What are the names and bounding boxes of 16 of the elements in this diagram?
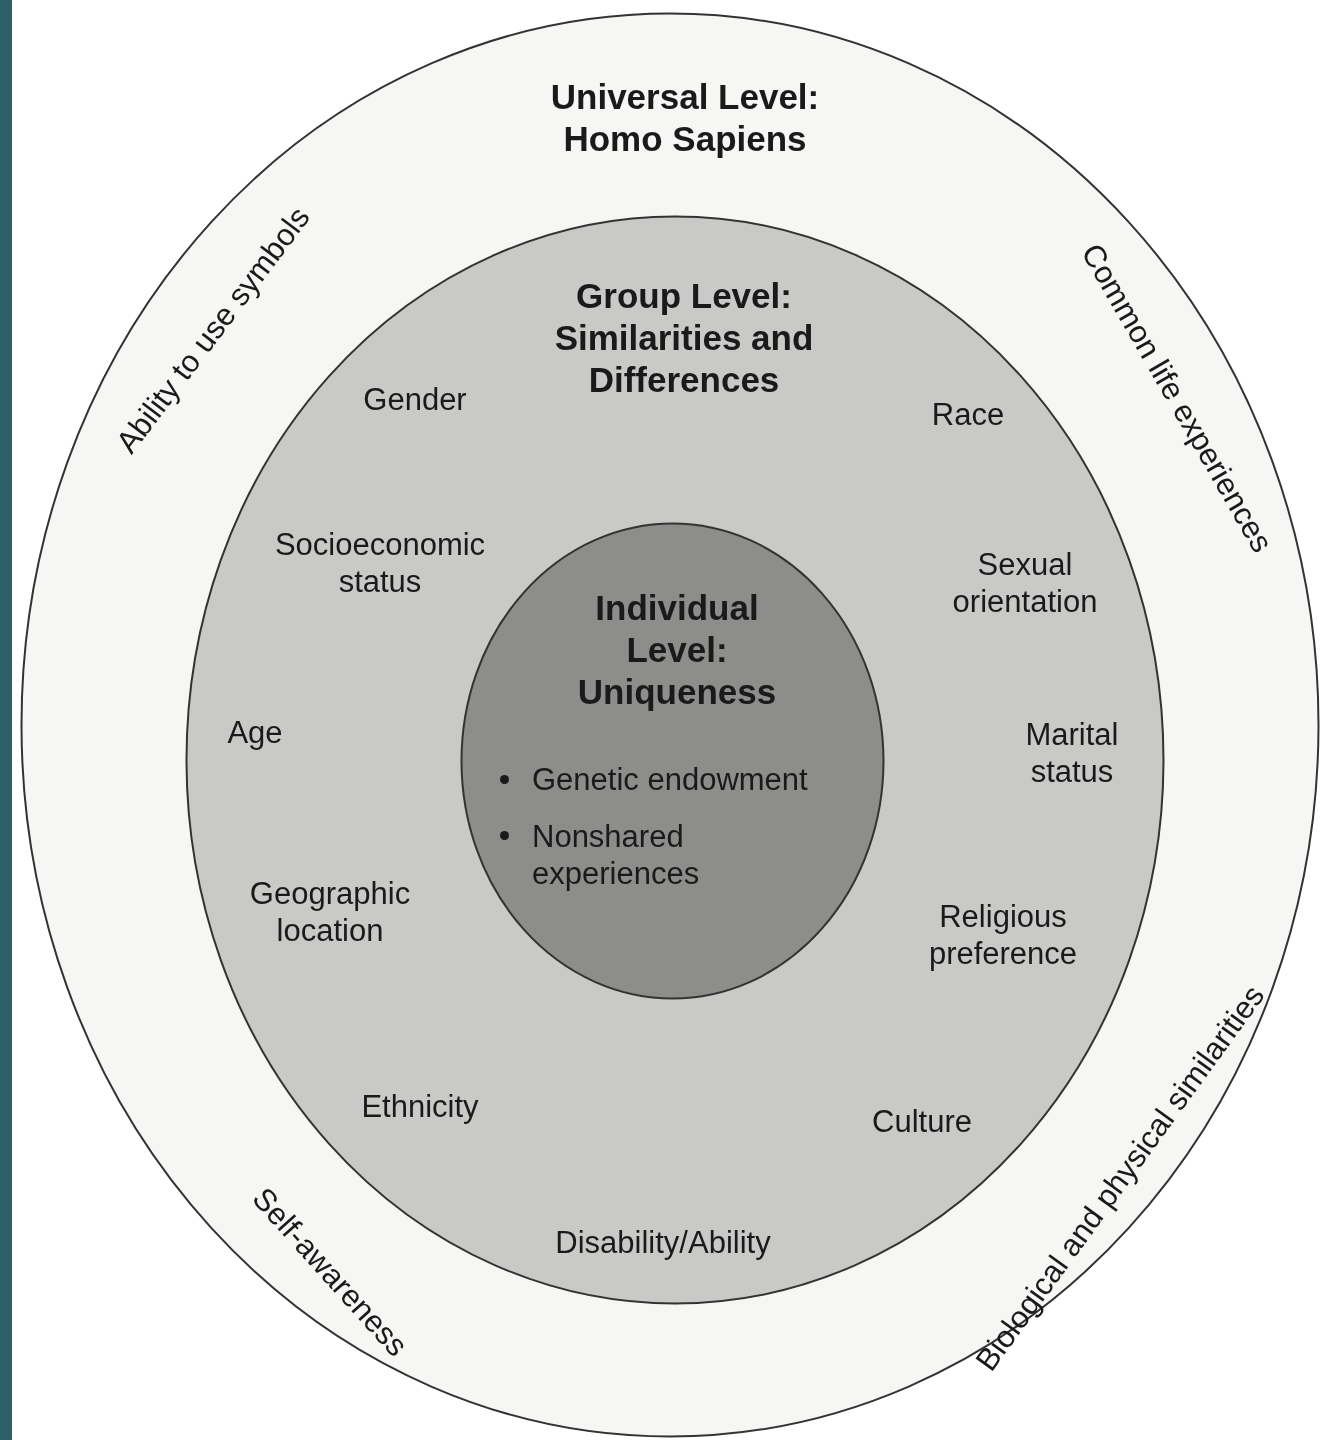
factor-label: Marital status <box>1024 715 1120 791</box>
bullet-item: Nonshared experiences <box>532 817 701 893</box>
bullet-item: Genetic endowment <box>532 761 808 799</box>
factor-label: Culture <box>872 1103 972 1141</box>
factor-label: Ethnicity <box>361 1088 479 1126</box>
factor-label: Disability/Ability <box>555 1224 771 1262</box>
factor-label: Geographic location <box>248 874 412 950</box>
factor-label: Race <box>931 396 1005 434</box>
level-heading: Group Level: Similarities and Differences <box>553 275 815 401</box>
factor-label: Age <box>227 714 283 752</box>
factor-label: Socioeconomic status <box>273 525 487 601</box>
factor-label: Sexual orientation <box>951 545 1099 621</box>
factor-label: Religious preference <box>927 897 1079 973</box>
level-heading: Universal Level: Homo Sapiens <box>549 76 821 160</box>
level-heading: Individual Level: Uniqueness <box>576 587 778 713</box>
factor-label: Gender <box>363 381 467 419</box>
